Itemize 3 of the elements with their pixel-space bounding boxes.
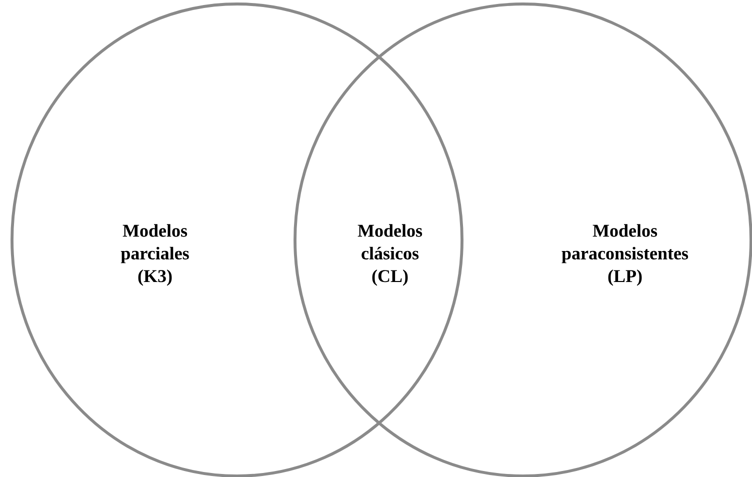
region-label: Modelos clásicos (CL) — [358, 224, 422, 286]
node-label: Modelos paraconsistentes (LP) — [562, 224, 688, 286]
node-label: Modelos parciales (K3) — [120, 224, 189, 286]
